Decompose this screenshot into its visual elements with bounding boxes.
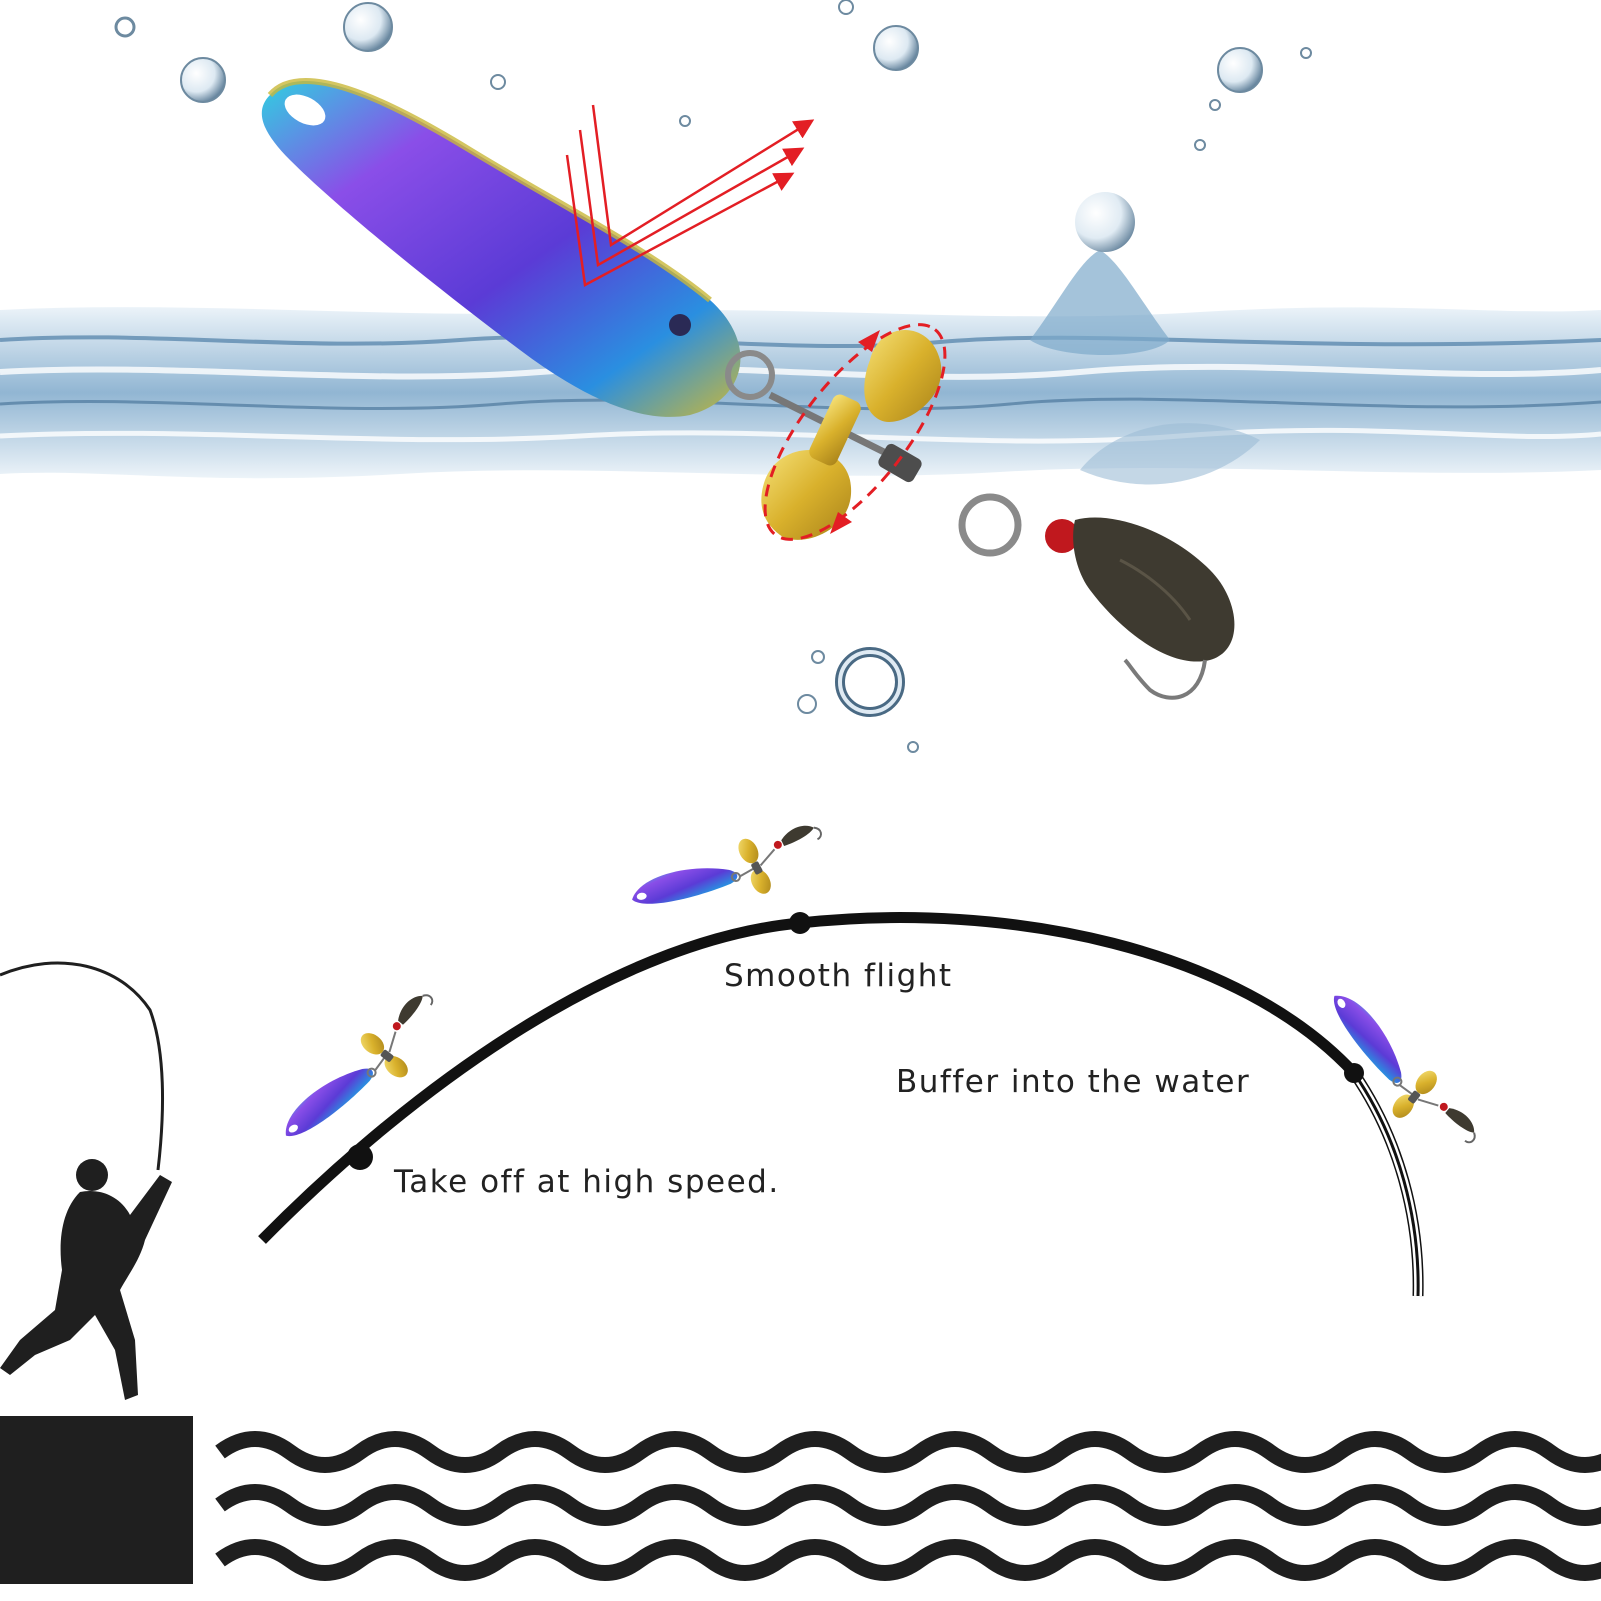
smooth-flight-point (789, 912, 811, 934)
buffer-point (1344, 1063, 1364, 1083)
spin-direction-arrow-icon (763, 323, 947, 541)
smooth-flight-label: Smooth flight (724, 958, 953, 994)
takeoff-point (347, 1144, 373, 1170)
trajectory-arc (258, 912, 1424, 1297)
fisherman-silhouette-icon (0, 961, 193, 1584)
mini-lure-flight-icon (624, 822, 830, 916)
light-reflection-arrows-icon (565, 104, 815, 287)
bubbles-icon (114, 0, 1312, 753)
spinner-lure-icon (261, 78, 1235, 700)
water-surface (0, 192, 1601, 485)
buffer-into-water-label: Buffer into the water (896, 1064, 1251, 1100)
mini-lure-takeoff-icon (258, 988, 462, 1150)
take-off-label: Take off at high speed. (394, 1164, 780, 1200)
wave-lines-icon (215, 1431, 1601, 1581)
